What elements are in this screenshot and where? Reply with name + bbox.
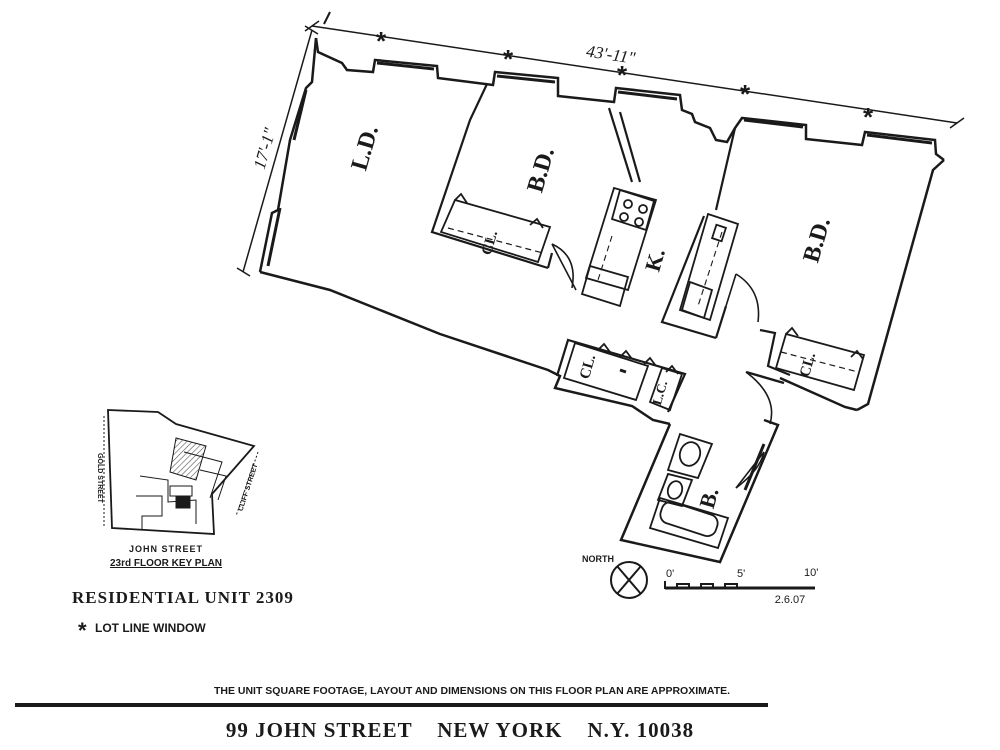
bath-fixtures (648, 432, 766, 550)
closet-hall (562, 341, 684, 412)
lot-line-markers: * * * * * (376, 26, 874, 132)
compass-label: NORTH (582, 554, 614, 564)
key-plan-right-street: CLIFF STREET (238, 462, 260, 512)
key-plan-title: 23rd FLOOR KEY PLAN (110, 558, 222, 569)
scale-tick-0: 0' (666, 568, 674, 580)
room-closet-3-label: CL. (797, 351, 819, 379)
legend-marker: * (78, 618, 87, 643)
room-bedroom-2-label: B.D. (799, 215, 836, 266)
room-closet-1-label: CL. (479, 229, 501, 257)
closet-bedroom-1 (439, 192, 552, 264)
room-living-dining-label: L.D. (347, 123, 384, 174)
dimension-depth (236, 25, 319, 277)
kitchen-fixtures (580, 186, 740, 322)
scale-bar (664, 581, 815, 590)
key-plan (103, 409, 259, 535)
room-bath-label: B. (694, 485, 724, 511)
north-arrow-icon (610, 561, 648, 599)
key-plan-street-label: JOHN STREET (129, 544, 203, 554)
unit-title: RESIDENTIAL UNIT 2309 (72, 588, 294, 607)
lot-line-marker: * (617, 60, 628, 90)
disclaimer: THE UNIT SQUARE FOOTAGE, LAYOUT AND DIME… (214, 685, 730, 697)
plan-date: 2.6.07 (775, 594, 806, 606)
room-closet-2-label: CL. (577, 353, 599, 381)
lot-line-marker: * (740, 79, 751, 109)
exterior-walls (258, 37, 945, 564)
dimension-width-label: 43'-11" (585, 42, 637, 68)
room-kitchen-label: K. (640, 246, 670, 275)
left-windows (266, 89, 308, 267)
room-linen-closet-label: L.C. (649, 379, 670, 407)
lot-line-marker: * (376, 26, 387, 56)
room-bedroom-1-label: B.D. (523, 145, 560, 196)
doors (551, 243, 785, 489)
lot-line-marker: * (503, 44, 514, 74)
top-windows (376, 61, 933, 145)
dimension-width (304, 11, 965, 129)
address: 99 JOHN STREET NEW YORK N.Y. 10038 (226, 718, 694, 742)
scale-tick-5: 5' (737, 568, 745, 580)
legend-text: LOT LINE WINDOW (95, 621, 206, 635)
dimension-depth-label: 17'-1" (250, 125, 280, 171)
key-plan-left-street: GOLD STREET (96, 453, 103, 504)
scale-tick-10: 10' (804, 567, 818, 579)
lot-line-marker: * (863, 102, 874, 132)
closet-bedroom-2 (774, 326, 866, 392)
